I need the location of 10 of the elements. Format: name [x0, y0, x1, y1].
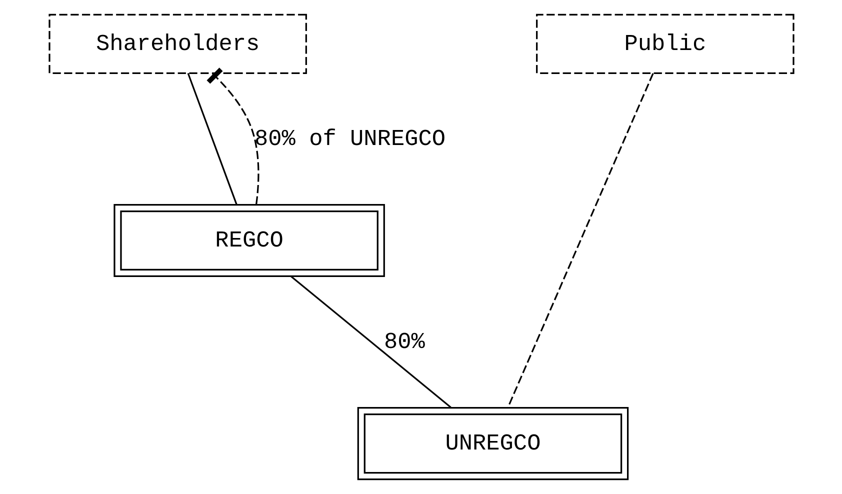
- connector: [290, 276, 451, 408]
- connector: [506, 73, 654, 408]
- edge-label: 80%: [383, 329, 424, 356]
- node-box: UNREGCO: [356, 407, 628, 480]
- node-box: Public: [536, 14, 794, 74]
- connector: [186, 72, 237, 205]
- connector: [206, 68, 259, 204]
- node-box: REGCO: [113, 204, 384, 278]
- edge-label: 80% of UNREGCO: [254, 126, 446, 152]
- node-box: Shareholders: [48, 14, 306, 74]
